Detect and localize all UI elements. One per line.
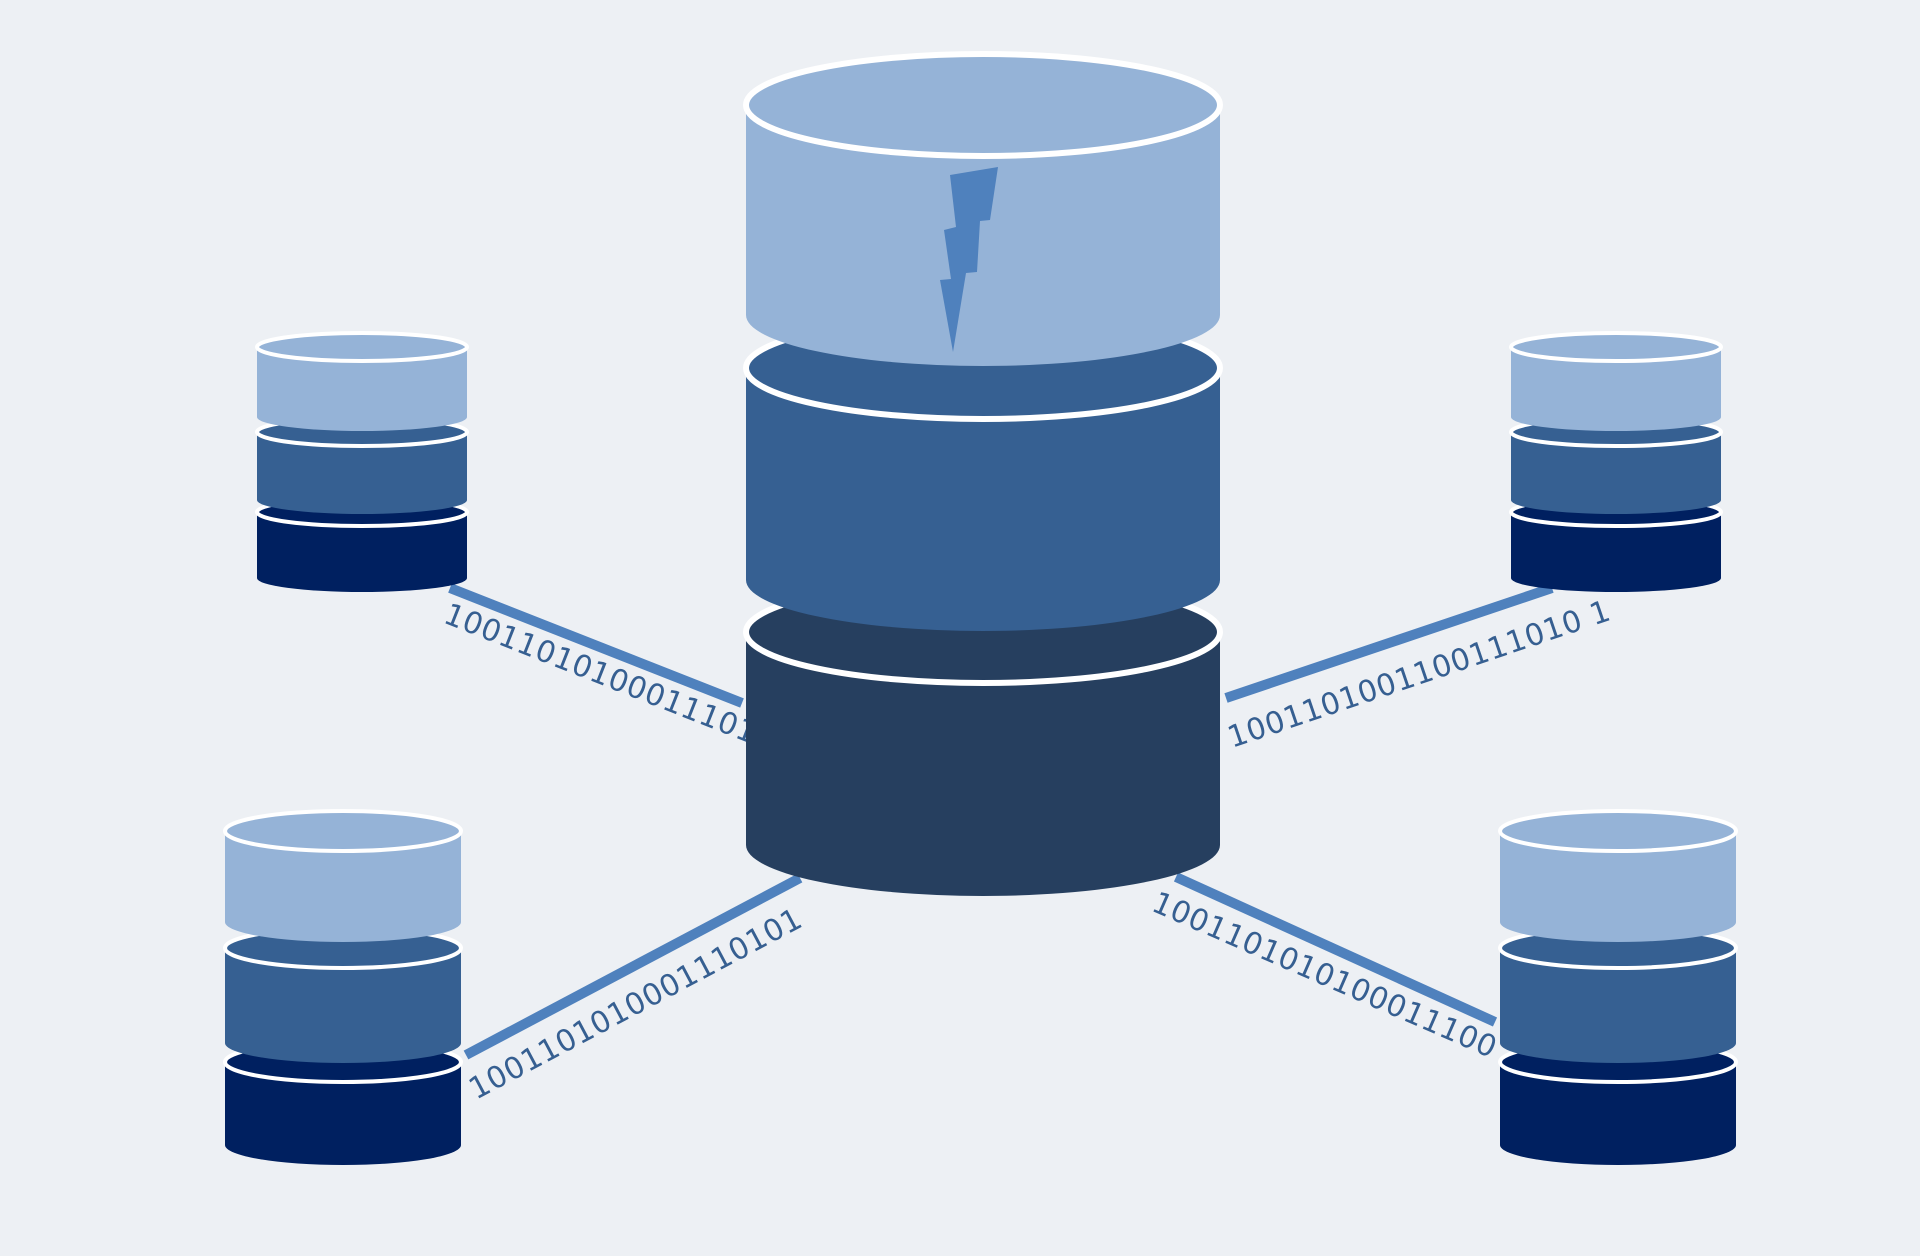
connection-lines — [448, 583, 1554, 1060]
lightning-crack-icon — [940, 167, 998, 352]
tier-light-cap — [743, 51, 1223, 159]
link-line-bottom-right — [1173, 872, 1498, 1027]
binary-label-bottom-left: 1001101010001110101 — [463, 901, 808, 1107]
node-database-icon-bottom-left — [223, 809, 463, 1165]
binary-label-bottom-right: 1001101010100011100 1 — [1147, 885, 1529, 1077]
tier-light-cap — [255, 331, 469, 363]
link-line-top-right — [1224, 583, 1554, 703]
central-database-icon — [743, 51, 1223, 896]
tier-light-cap — [223, 809, 463, 853]
node-database-icon-bottom-right — [1498, 809, 1738, 1165]
link-line-top-left — [448, 583, 744, 708]
node-database-icon-top-right — [1509, 331, 1723, 592]
tier-light-cap — [1498, 809, 1738, 853]
tier-light-cap — [1509, 331, 1723, 363]
binary-label-top-left: 1001101010001110101 — [439, 597, 798, 766]
link-line-bottom-left — [463, 873, 803, 1060]
node-database-icon-top-left — [255, 331, 469, 592]
